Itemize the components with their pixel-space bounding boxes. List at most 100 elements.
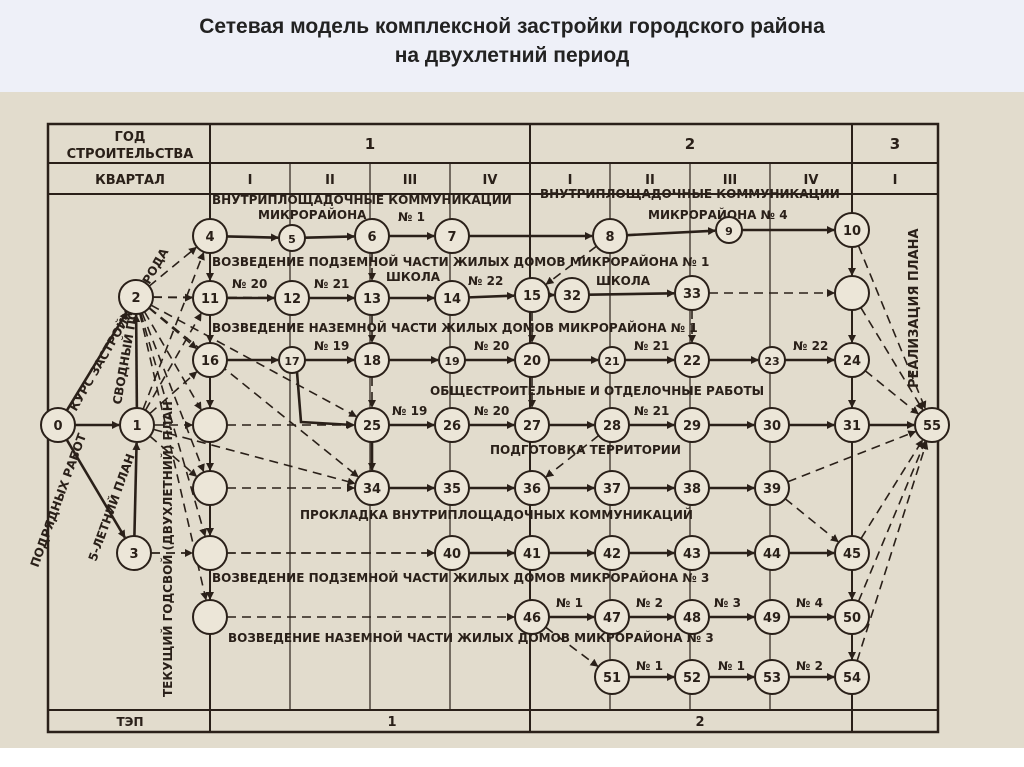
node-number: 23 <box>764 355 779 368</box>
node-22: 22 <box>674 342 710 378</box>
node-circle <box>192 342 228 378</box>
node-number: 30 <box>763 419 781 434</box>
row4-num-2: № 20 <box>474 404 509 418</box>
node-unlabeled <box>192 599 228 635</box>
node-circle <box>754 470 790 506</box>
node-number: 29 <box>683 419 701 434</box>
edge-1-34 <box>153 428 356 486</box>
header-year-3: 3 <box>890 135 900 153</box>
node-circle <box>118 279 154 315</box>
node-circle <box>354 218 390 254</box>
quarter-6: II <box>645 173 655 188</box>
node-number: 44 <box>763 547 781 562</box>
node-40: 40 <box>434 535 470 571</box>
node-number: 39 <box>763 482 781 497</box>
title-line-1: Сетевая модель комплексной застройки гор… <box>199 15 825 38</box>
node-0: 0 <box>40 407 76 443</box>
node-circle <box>514 342 550 378</box>
tep-label: ТЭП <box>116 715 143 729</box>
node-27: 27 <box>514 407 550 443</box>
node-number: 36 <box>523 482 541 497</box>
node-number: 55 <box>923 419 941 434</box>
node-number: 16 <box>201 354 219 369</box>
node-6: 6 <box>354 218 390 254</box>
node-number: 15 <box>523 289 541 304</box>
row7-num-1: № 1 <box>556 596 583 610</box>
node-number: 43 <box>683 547 701 562</box>
node-circle <box>514 535 550 571</box>
node-circle <box>192 470 228 506</box>
node-45: 45 <box>834 535 870 571</box>
node-circle <box>514 277 550 313</box>
edge-45-55 <box>860 439 924 540</box>
node-number: 18 <box>363 354 381 369</box>
row3-label: ВОЗВЕДЕНИЕ НАЗЕМНОЙ ЧАСТИ ЖИЛЫХ ДОМОВ МИ… <box>212 320 698 335</box>
node-circle <box>674 342 710 378</box>
node-number: 27 <box>523 419 541 434</box>
quarter-1: I <box>248 173 253 188</box>
node-circle <box>754 659 790 695</box>
node-circle <box>192 218 228 254</box>
node-26: 26 <box>434 407 470 443</box>
node-circle <box>434 535 470 571</box>
node-48: 48 <box>674 599 710 635</box>
node-12: 12 <box>274 280 310 316</box>
node-4: 4 <box>192 218 228 254</box>
node-30: 30 <box>754 407 790 443</box>
node-number: 31 <box>843 419 861 434</box>
row3-num-3: № 21 <box>634 339 669 353</box>
node-circle <box>592 218 628 254</box>
node-circle <box>715 216 743 244</box>
edge-4-5 <box>226 233 280 242</box>
row5-label: ПОДГОТОВКА ТЕРРИТОРИИ <box>490 443 681 457</box>
node-13: 13 <box>354 280 390 316</box>
node-21: 21 <box>598 346 626 374</box>
node-circle <box>434 280 470 316</box>
node-unlabeled <box>192 407 228 443</box>
node-number: 11 <box>201 292 219 307</box>
row2-label: ВОЗВЕДЕНИЕ ПОДЗЕМНОЙ ЧАСТИ ЖИЛЫХ ДОМОВ М… <box>212 254 709 269</box>
node-number: 1 <box>132 419 141 434</box>
node-number: 8 <box>605 230 614 245</box>
node-number: 37 <box>603 482 621 497</box>
node-42: 42 <box>594 535 630 571</box>
node-circle <box>278 346 306 374</box>
node-circle <box>438 346 466 374</box>
node-number: 24 <box>843 354 861 369</box>
node-circle <box>514 599 550 635</box>
node-circle <box>554 277 590 313</box>
node-number: 32 <box>563 289 581 304</box>
node-circle <box>192 535 228 571</box>
title-bar: Сетевая модель комплексной застройки гор… <box>0 0 1024 93</box>
node-circle <box>674 535 710 571</box>
node-number: 52 <box>683 671 701 686</box>
node-18: 18 <box>354 342 390 378</box>
node-50: 50 <box>834 599 870 635</box>
node-circle <box>834 212 870 248</box>
node-number: 25 <box>363 419 381 434</box>
node-9: 9 <box>715 216 743 244</box>
edge-2-c <box>141 312 205 473</box>
row8-num-1: № 1 <box>636 659 663 673</box>
node-circle <box>834 659 870 695</box>
node-20: 20 <box>514 342 550 378</box>
row1-num-1: № 1 <box>398 210 425 224</box>
node-29: 29 <box>674 407 710 443</box>
row3-num-4: № 22 <box>793 339 828 353</box>
node-52: 52 <box>674 659 710 695</box>
row2-num-3: № 22 <box>468 274 503 288</box>
edge-17-25 <box>295 371 354 429</box>
row8-label: ВОЗВЕДЕНИЕ НАЗЕМНОЙ ЧАСТИ ЖИЛЫХ ДОМОВ МИ… <box>228 630 714 645</box>
node-circle <box>354 470 390 506</box>
node-53: 53 <box>754 659 790 695</box>
node-circle <box>354 280 390 316</box>
row7-num-2: № 2 <box>636 596 663 610</box>
node-number: 5 <box>288 233 296 246</box>
node-28: 28 <box>594 407 630 443</box>
node-number: 35 <box>443 482 461 497</box>
edge-54-55 <box>856 441 929 662</box>
page-title: Сетевая модель комплексной застройки гор… <box>0 12 1024 70</box>
node-circle <box>598 346 626 374</box>
node-44: 44 <box>754 535 790 571</box>
